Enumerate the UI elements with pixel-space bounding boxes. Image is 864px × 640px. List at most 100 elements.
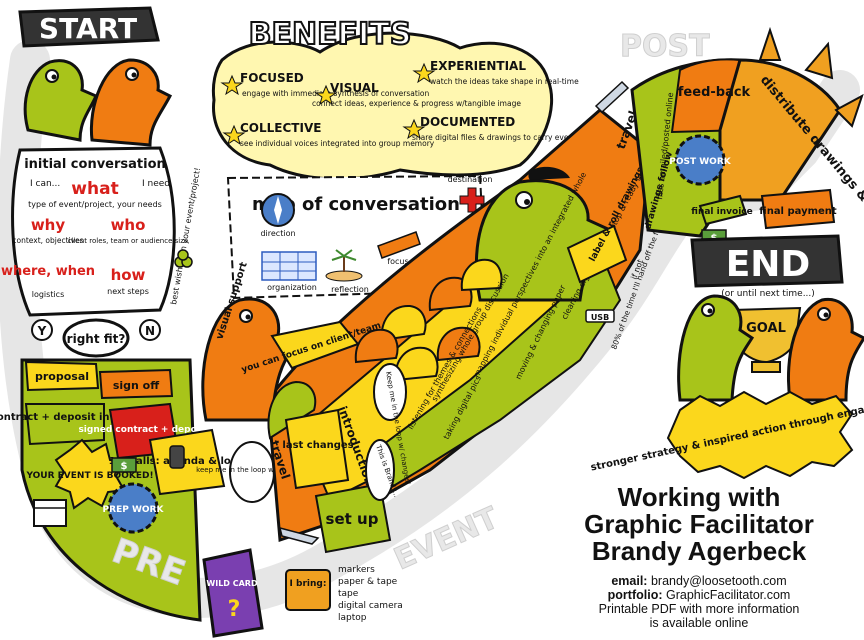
goal-label: GOAL (746, 321, 786, 336)
start-title: START (39, 12, 137, 45)
star-icon (402, 118, 426, 140)
crown-arrows (758, 26, 864, 128)
goal-orange-bird (786, 297, 864, 402)
what-sub: type of event/project, your needs (28, 200, 162, 209)
destination-label: destination (448, 175, 493, 184)
i-bring-suitcase: I bring: (285, 569, 331, 611)
i-can-text: I can... (30, 179, 60, 189)
booked-burst: YOUR EVENT IS BOOKED! (25, 438, 154, 510)
why-heading: why (31, 216, 66, 234)
visual-heading: VISUAL (330, 81, 379, 95)
experiential-sub: watch the ideas take shape in real-time (430, 77, 579, 86)
how-sub: next steps (107, 287, 149, 296)
list-item: digital camera (338, 601, 403, 611)
focused-heading: FOCUSED (240, 71, 304, 85)
right-fit-decision: right fit? Y N (31, 318, 161, 358)
right-fit-label: right fit? (67, 332, 126, 346)
final-invoice-label: final invoice (691, 207, 752, 217)
post-label: POST (620, 29, 710, 64)
wild-card: WILD CARD ? (202, 548, 264, 638)
question-mark-icon: ? (228, 597, 241, 622)
final-invoice-step: final invoice (691, 194, 753, 226)
list-item: markers (338, 565, 375, 575)
audience-birds (354, 258, 503, 382)
star-icon (314, 84, 338, 106)
until-next-label: (or until next time...) (721, 289, 815, 299)
focus-label: focus (387, 257, 408, 266)
orange-bird-start (89, 58, 173, 147)
what-heading: what (71, 179, 118, 199)
experiential-heading: EXPERIENTIAL (430, 59, 526, 73)
map-of-conversation-sheet: map of conversation direction destinatio… (226, 174, 493, 300)
set-up-label: set up (326, 510, 379, 528)
i-bring-label: I bring: (290, 579, 327, 589)
organization-label: organization (267, 283, 317, 292)
list-item: paper & tape (338, 577, 398, 587)
booked-label: YOUR EVENT IS BOOKED! (25, 471, 153, 481)
star-icon (412, 62, 436, 84)
yes-label: Y (37, 324, 47, 338)
list-item: tape (338, 589, 359, 599)
telescope-icon (377, 231, 421, 259)
plane-icon-post (594, 80, 630, 114)
last-changes-label: last changes (282, 440, 353, 451)
portfolio-link[interactable]: GraphicFacilitator.com (665, 588, 791, 602)
island-icon (325, 249, 363, 282)
credit-line-2: Graphic Facilitator (584, 509, 814, 539)
credit-line-1: Working with (617, 482, 781, 512)
event-band-green (368, 248, 622, 502)
i-need-text: I need (142, 179, 170, 189)
initial-conversation-bubble: initial conversation I can... I need wha… (1, 146, 188, 317)
client-orange-bird (201, 297, 299, 422)
email-label: email: (611, 574, 648, 588)
star-icon (220, 74, 244, 96)
initial-title: initial conversation (24, 157, 166, 172)
documented-heading: DOCUMENTED (420, 115, 515, 129)
who-heading: who (111, 216, 146, 234)
direction-label: direction (260, 229, 295, 238)
wild-card-label: WILD CARD (206, 579, 258, 588)
prep-work-gear: PREP WORK (103, 482, 165, 534)
organization-grid-icon (261, 251, 317, 281)
benefits-cloud: BENEFITS FOCUSED engage with immediate s… (211, 16, 626, 181)
feedback-label: feed-back (678, 85, 751, 100)
post-work-gear: POST WORK (669, 134, 732, 186)
prep-work-label: PREP WORK (103, 505, 165, 515)
contract-label: contract + deposit invoice (0, 412, 139, 423)
how-heading: how (111, 266, 146, 284)
calls-step: 1-2 calls: agenda & logistics (109, 428, 268, 496)
calls-label: 1-2 calls: agenda & logistics (109, 456, 268, 467)
phone-icon (169, 445, 185, 469)
usb-icon: USB (585, 309, 615, 323)
last-changes-step: last changes (282, 408, 354, 490)
credit-title: Working with Graphic Facilitator Brandy … (540, 484, 858, 565)
signoff-label: sign off (113, 379, 159, 392)
set-up-step: set up (314, 482, 392, 554)
money-icon: $ (111, 457, 137, 473)
pdf-note-2: is available online (649, 616, 749, 630)
shamrock-icon (174, 249, 193, 268)
pdf-note-1: Printable PDF with more information (598, 602, 800, 616)
keep-me-pre-text: keep me in the loop w/ changes (196, 466, 308, 474)
email-link[interactable]: brandy@loosetooth.com (650, 574, 787, 588)
reflection-label: reflection (331, 285, 369, 294)
i-bring-list: markers paper & tape tape digital camera… (338, 565, 403, 623)
why-sub: context, objectives (12, 236, 83, 245)
no-label: N (145, 324, 155, 338)
credit-info: email: brandy@loosetooth.com portfolio: … (540, 574, 858, 630)
post-work-label: POST WORK (669, 157, 732, 167)
proposal-step: proposal (24, 360, 100, 392)
contract-step: contract + deposit invoice (0, 403, 139, 446)
usb-label: USB (591, 313, 609, 322)
end-sign: END (690, 234, 844, 288)
end-title: END (726, 244, 811, 285)
collective-sub: see individual voices integrated into gr… (240, 139, 435, 148)
green-bird-start (23, 59, 98, 142)
client-green-bird (267, 380, 317, 440)
list-item: laptop (338, 613, 367, 623)
visual-sub: connect ideas, experience & progress w/t… (312, 99, 521, 108)
documented-sub: share digital files & drawings to carry … (412, 133, 626, 142)
benefits-title: BENEFITS (249, 17, 412, 52)
final-payment-step: final payment (759, 188, 837, 230)
